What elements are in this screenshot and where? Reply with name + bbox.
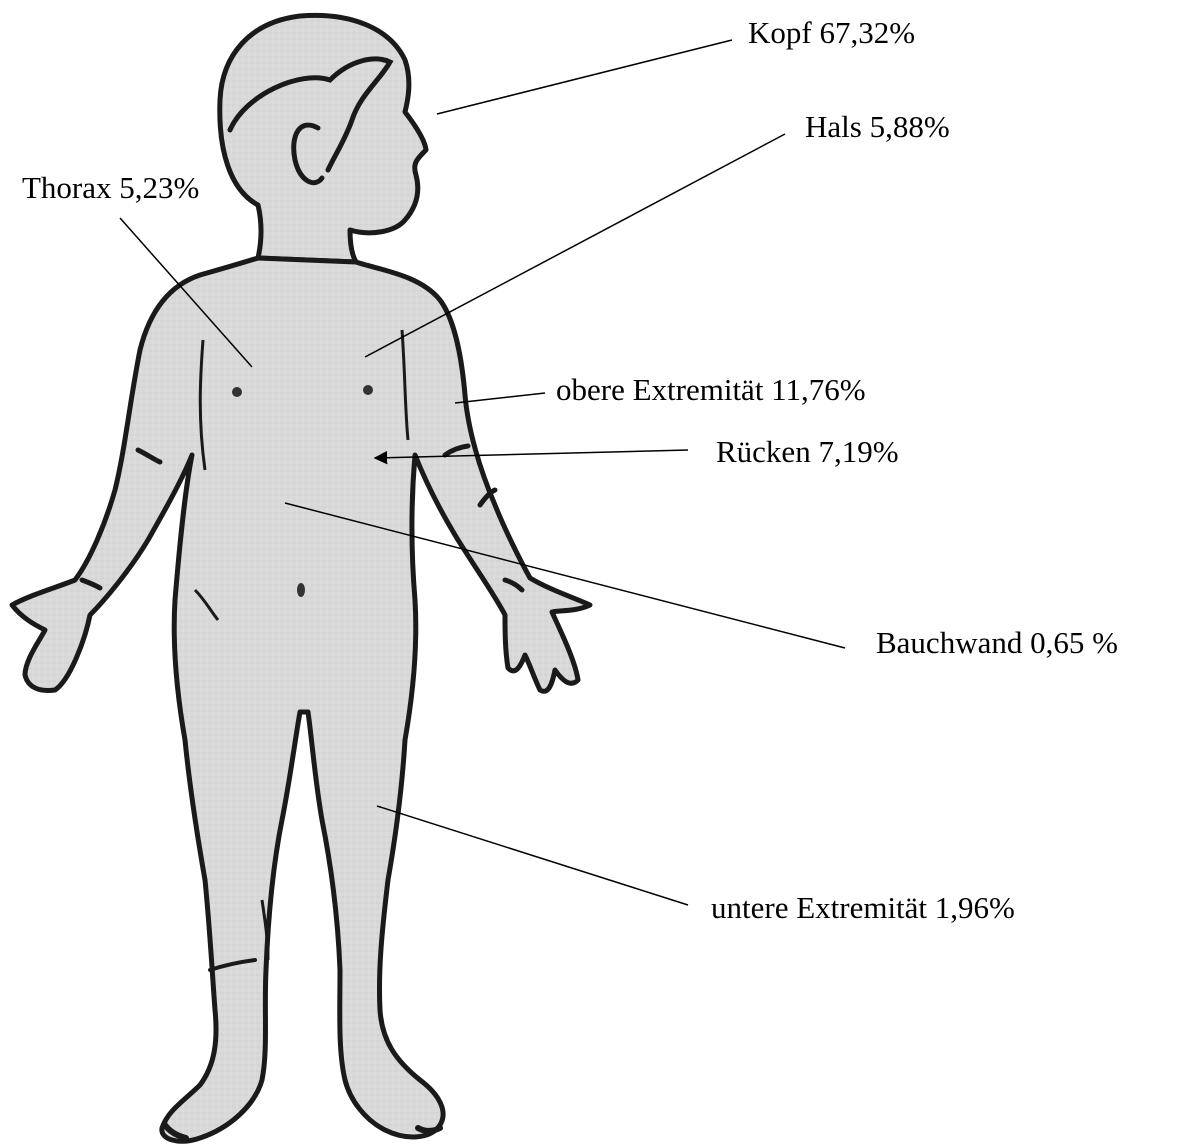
label-obere-extremitaet: obere Extremität 11,76% bbox=[556, 372, 866, 407]
label-ruecken: Rücken 7,19% bbox=[716, 434, 899, 469]
label-bauchwand: Bauchwand 0,65 % bbox=[876, 625, 1118, 660]
label-untere-extremitaet: untere Extremität 1,96% bbox=[711, 890, 1015, 925]
leader-line-obere-extremitaet bbox=[455, 393, 545, 403]
figure-body bbox=[12, 258, 590, 1141]
figure-head bbox=[220, 15, 426, 262]
leader-line-untere-extremitaet bbox=[377, 806, 688, 905]
leader-line-kopf bbox=[437, 40, 732, 114]
label-kopf: Kopf 67,32% bbox=[748, 15, 915, 50]
label-hals: Hals 5,88% bbox=[805, 109, 950, 144]
leader-line-hals bbox=[365, 134, 785, 357]
label-thorax: Thorax 5,23% bbox=[22, 170, 199, 205]
